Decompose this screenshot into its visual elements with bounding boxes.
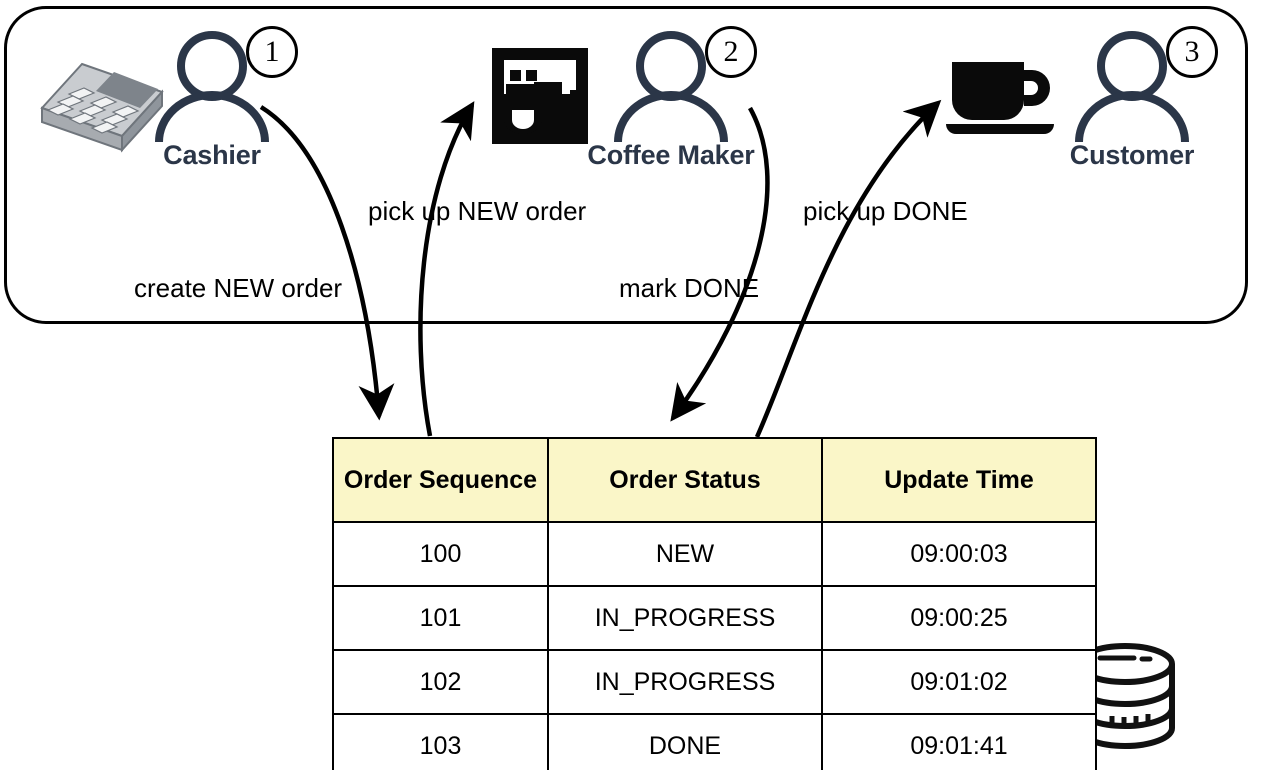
cashier-person-wrap: 1 [112, 22, 312, 143]
order-table-body: 100 NEW 09:00:03 101 IN_PROGRESS 09:00:2… [332, 521, 1097, 770]
order-table-header-row: Order Sequence Order Status Update Time [332, 437, 1097, 523]
step-badge-3: 3 [1166, 26, 1218, 78]
cash-register-icon [36, 62, 166, 159]
edge-label-create-new-order: create NEW order [134, 273, 343, 303]
coffee-shop-actors-panel [4, 6, 1248, 324]
col-header-order-sequence: Order Sequence [332, 437, 549, 523]
actor-label-coffee-maker: Coffee Maker [587, 140, 755, 170]
person-icon [155, 31, 269, 143]
cell-update-time: 09:01:02 [821, 649, 1097, 715]
actor-label-customer: Customer [1069, 140, 1195, 170]
edge-label-pick-up-done: pick up DONE [803, 196, 968, 226]
person-icon [1075, 31, 1189, 143]
table-row: 101 IN_PROGRESS 09:00:25 [332, 585, 1097, 651]
cell-order-sequence: 100 [332, 521, 549, 587]
order-table-head: Order Sequence Order Status Update Time [332, 437, 1097, 523]
cell-order-status: NEW [547, 521, 823, 587]
table-row: 102 IN_PROGRESS 09:01:02 [332, 649, 1097, 715]
cell-update-time: 09:00:25 [821, 585, 1097, 651]
cell-update-time: 09:00:03 [821, 521, 1097, 587]
edge-label-mark-done: mark DONE [619, 273, 760, 303]
espresso-machine-icon [488, 44, 592, 153]
actor-label-cashier: Cashier [163, 140, 261, 170]
actor-cashier: 1 Cashier [112, 22, 312, 169]
customer-person-wrap: 3 [1032, 22, 1232, 143]
step-badge-2: 2 [705, 26, 757, 78]
cell-order-sequence: 102 [332, 649, 549, 715]
cell-order-status: DONE [547, 713, 823, 770]
cell-order-sequence: 101 [332, 585, 549, 651]
actor-coffee-maker: 2 Coffee Maker [571, 22, 771, 169]
order-table: Order Sequence Order Status Update Time … [332, 437, 1097, 770]
coffee-maker-person-wrap: 2 [571, 22, 771, 143]
actor-customer: 3 Customer [1032, 22, 1232, 169]
col-header-update-time: Update Time [821, 437, 1097, 523]
cell-order-status: IN_PROGRESS [547, 649, 823, 715]
col-header-order-status: Order Status [547, 437, 823, 523]
edge-label-pick-up-new-order: pick up NEW order [368, 196, 587, 226]
table-row: 103 DONE 09:01:41 [332, 713, 1097, 770]
cell-order-sequence: 103 [332, 713, 549, 770]
table-row: 100 NEW 09:00:03 [332, 521, 1097, 587]
coffee-cup-icon [944, 56, 1058, 143]
cell-update-time: 09:01:41 [821, 713, 1097, 770]
cell-order-status: IN_PROGRESS [547, 585, 823, 651]
step-badge-1: 1 [246, 26, 298, 78]
